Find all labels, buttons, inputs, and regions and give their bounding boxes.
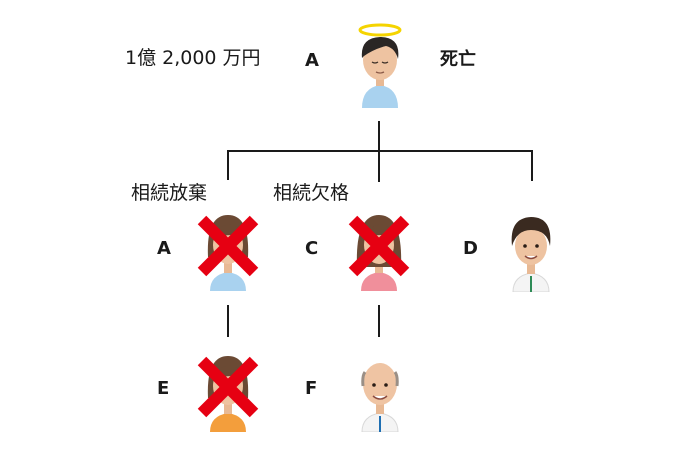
halo-icon [358, 23, 402, 37]
child-a-to-e-line [227, 305, 229, 337]
estate-amount: 1億 2,000 万円 [125, 47, 261, 69]
child-a-cross-icon [195, 213, 261, 279]
root-label: A [305, 50, 319, 71]
root-status: 死亡 [440, 49, 476, 70]
root-person-avatar [350, 22, 410, 108]
grandchild-f-avatar [350, 346, 410, 432]
child-a-drop-line [227, 150, 229, 180]
child-d-drop-line [531, 150, 533, 181]
child-d-label: D [463, 238, 478, 259]
child-c-to-f-line [378, 305, 380, 337]
child-c-label: C [305, 238, 319, 259]
grandchild-f-label: F [305, 378, 318, 399]
grandchild-e-label: E [157, 378, 170, 399]
renounce-annotation: 相続放棄 [131, 182, 208, 204]
child-a-label: A [157, 238, 171, 259]
disqualified-annotation: 相続欠格 [273, 182, 350, 204]
child-c-cross-icon [346, 213, 412, 279]
children-horizontal-line [227, 150, 533, 152]
child-d-avatar [501, 206, 561, 292]
grandchild-e-cross-icon [195, 354, 261, 420]
